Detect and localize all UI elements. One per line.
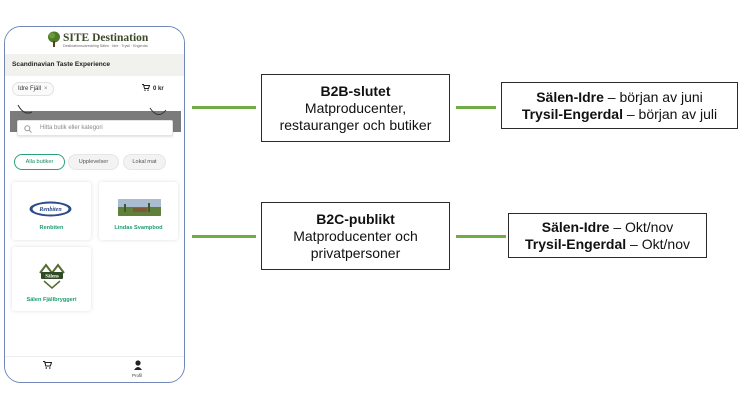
connector-b2c-dates — [456, 235, 506, 238]
location-chip-label: Idre Fjäll — [18, 86, 42, 92]
site-subtitle: Destinationsutveckling Sälen · Idre · Tr… — [63, 44, 148, 48]
filter-local-food[interactable]: Lokal mat — [123, 154, 166, 170]
store-name: Renbiten — [39, 225, 64, 231]
search-placeholder: Hitta butik eller kategori — [40, 124, 103, 131]
cart-button[interactable]: 0 kr — [142, 84, 164, 92]
date-text: – början av juli — [622, 105, 718, 122]
b2b-date-trysil-engerdal: Trysil-Engerdal – början av juli — [522, 106, 717, 123]
date-text: – början av juni — [603, 88, 703, 105]
store-name: Lindas Svampbod — [114, 225, 163, 231]
date-text: – Okt/nov — [609, 218, 674, 235]
salen-logo-text: Sälens — [45, 275, 59, 280]
banner-decoration — [17, 104, 167, 115]
b2c-title: B2C-publikt — [316, 210, 395, 227]
search-icon — [24, 125, 32, 133]
store-card-renbiten[interactable]: Renbiten Renbiten — [12, 182, 91, 240]
nav-profile-label[interactable]: Profil — [132, 373, 143, 378]
b2b-box: B2B-slutet Matproducenter, restauranger … — [261, 74, 450, 142]
b2b-line-2: restauranger och butiker — [279, 116, 432, 133]
chip-close-icon[interactable]: × — [44, 86, 48, 92]
store-card-lindas-svampbod[interactable]: Lindas Svampbod — [99, 182, 178, 240]
b2c-line-2: privatpersoner — [310, 244, 401, 261]
page-title: Scandinavian Taste Experience — [12, 61, 111, 68]
site-header: SITE Destination Destinationsutveckling … — [5, 27, 184, 53]
b2c-box: B2C-publikt Matproducenter och privatper… — [261, 202, 450, 270]
store-card-salen-fjallbryggeri[interactable]: Sälens Sälen Fjällbryggeri — [12, 247, 91, 311]
b2b-dates-box: Sälen-Idre – början av juni Trysil-Enger… — [501, 82, 738, 129]
date-place: Sälen-Idre — [541, 218, 610, 235]
nav-cart-icon[interactable] — [43, 361, 52, 369]
cart-total: 0 kr — [153, 86, 164, 92]
b2b-title: B2B-slutet — [320, 82, 391, 99]
connector-phone-b2b — [192, 106, 256, 109]
search-input[interactable]: Hitta butik eller kategori — [17, 120, 173, 136]
filter-all-stores[interactable]: Alla butiker — [14, 154, 65, 170]
renbiten-logo-text: Renbiten — [38, 207, 62, 213]
b2c-date-trysil-engerdal: Trysil-Engerdal – Okt/nov — [525, 236, 690, 253]
store-name: Sälen Fjällbryggeri — [26, 297, 77, 303]
renbiten-logo: Renbiten — [29, 201, 72, 217]
date-place: Sälen-Idre — [536, 88, 604, 105]
b2b-date-salen-idre: Sälen-Idre – början av juni — [536, 89, 703, 106]
location-chip[interactable]: Idre Fjäll× — [12, 82, 54, 96]
connector-b2b-dates — [456, 106, 496, 109]
connector-phone-b2c — [192, 235, 256, 238]
svampbod-photo — [118, 199, 161, 216]
b2c-date-salen-idre: Sälen-Idre – Okt/nov — [542, 219, 674, 236]
page-title-bar: Scandinavian Taste Experience — [5, 54, 184, 76]
nav-profile-icon[interactable] — [134, 360, 142, 370]
cart-icon — [142, 84, 151, 91]
site-title[interactable]: SITE Destination — [63, 32, 149, 44]
tree-logo-icon — [48, 31, 60, 47]
b2b-line-1: Matproducenter, — [304, 99, 407, 116]
date-place: Trysil-Engerdal — [525, 235, 627, 252]
filter-experiences[interactable]: Upplevelser — [68, 154, 119, 170]
bottom-nav: Profil — [5, 356, 184, 382]
date-place: Trysil-Engerdal — [521, 105, 623, 122]
salen-brewery-logo: Sälens — [39, 263, 65, 289]
b2c-dates-box: Sälen-Idre – Okt/nov Trysil-Engerdal – O… — [508, 213, 707, 258]
date-text: – Okt/nov — [626, 235, 690, 252]
phone-mockup: SITE Destination Destinationsutveckling … — [4, 26, 185, 383]
b2c-line-1: Matproducenter och — [293, 227, 418, 244]
banner-top-strip — [10, 102, 181, 111]
